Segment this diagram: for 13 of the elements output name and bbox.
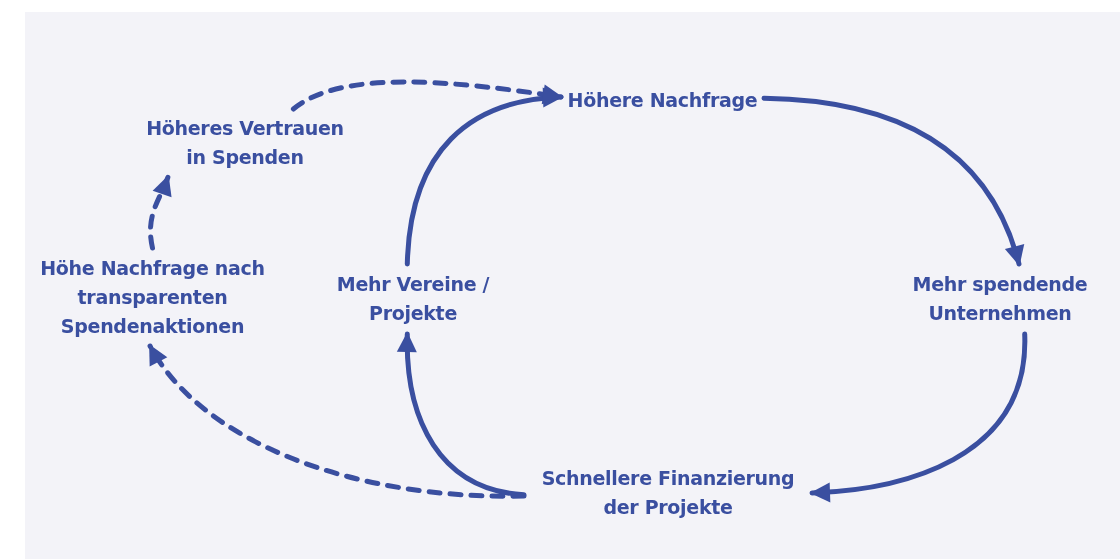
arrow [147,343,527,499]
arrow [148,174,171,251]
arrow [404,88,564,267]
arrow [809,331,1028,502]
node-label: Mehr spendende Unternehmen [911,272,1089,326]
node-label: Höhe Nachfrage nach transparenten Spendenaktionen [39,255,266,339]
node-label: Höhere Nachfrage [567,87,758,113]
arrow [761,95,1024,267]
arrow [397,331,527,498]
node-label: Mehr Vereine / Projekte [335,272,491,326]
arrow [290,79,564,112]
node-label: Höheres Vertrauen in Spenden [145,116,345,170]
node-label: Schnellere Finanzierung der Projekte [540,466,796,520]
